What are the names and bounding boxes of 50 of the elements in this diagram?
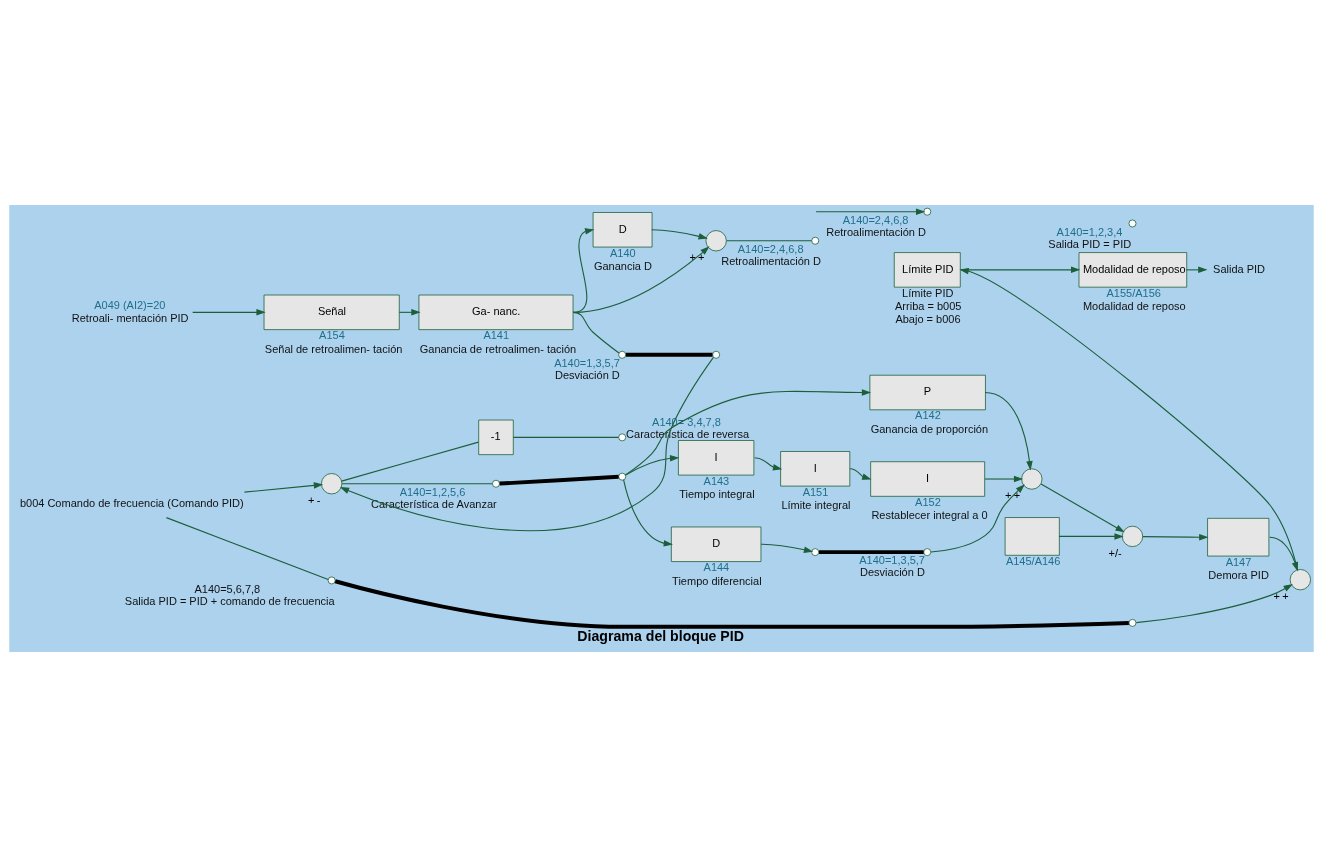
node-label: + bbox=[1005, 489, 1012, 502]
node-label: A155/A156 bbox=[1106, 286, 1161, 299]
node-label: + bbox=[698, 250, 705, 263]
node-label: A144 bbox=[703, 561, 730, 574]
node-label: Desviación D bbox=[554, 368, 620, 381]
caption: Diagrama del bloque PID bbox=[577, 627, 744, 644]
node-label: Retroalimentación D bbox=[826, 225, 926, 238]
node-label: A141 bbox=[483, 329, 510, 342]
node-label: Abajo = b006 bbox=[895, 313, 961, 326]
node-label: Límite integral bbox=[781, 499, 851, 512]
node-label: A147 bbox=[1225, 555, 1252, 568]
node-label: Tiempo diferencial bbox=[672, 574, 762, 587]
node-text: A049 (AI2)=20 Retroali- mentación PID bbox=[71, 298, 189, 324]
node-text: b004 Comando de frecuencia (Comando PID) bbox=[19, 496, 244, 509]
node-label: A140=2,4,6,8 bbox=[737, 243, 804, 256]
node-label: +/- bbox=[1108, 546, 1122, 559]
node-label: Salida PID = PID + comando de frecuencia bbox=[124, 594, 335, 607]
node-label: Ganancia de retroalimen- tación bbox=[419, 342, 577, 355]
node-label: A154 bbox=[319, 329, 345, 342]
node-label: A140=1,2,5,6 bbox=[399, 486, 466, 499]
node-label: Modalidad de reposo bbox=[1082, 300, 1186, 313]
node-label: Restablecer integral a 0 bbox=[871, 509, 988, 522]
node-label: A151 bbox=[802, 485, 829, 498]
node-label: Arriba = b005 bbox=[895, 300, 962, 313]
node-label: - bbox=[316, 493, 321, 506]
node-label: Demora PID bbox=[1208, 569, 1269, 582]
node-label: A143 bbox=[703, 474, 730, 487]
node-label: A140=2,4,6,8 bbox=[842, 214, 909, 227]
node-label: Desviación D bbox=[860, 566, 925, 579]
node-label: A140=1,2,3,4 bbox=[1056, 225, 1123, 238]
node-label: A140=1,3,5,7 bbox=[554, 357, 620, 370]
node-label: Señal de retroalimen- tación bbox=[264, 342, 403, 355]
node-label: Retroalimentación D bbox=[721, 254, 821, 267]
node-label: Salida PID = PID bbox=[1048, 237, 1132, 250]
node-label: Ganancia D bbox=[593, 260, 652, 273]
node-label: Ganancia de proporción bbox=[870, 422, 989, 435]
node-label: A142 bbox=[915, 409, 941, 422]
node-label: A152 bbox=[915, 495, 941, 508]
node-label: + bbox=[689, 250, 696, 263]
node-text: Salida PID bbox=[1213, 263, 1266, 276]
node-label: A145/A146 bbox=[1005, 554, 1061, 567]
node-label: Límite PID bbox=[902, 286, 954, 299]
node-label: + bbox=[308, 493, 315, 506]
node-label: + bbox=[1273, 589, 1281, 602]
node-label: + bbox=[1282, 589, 1289, 602]
node-label: + bbox=[1013, 489, 1021, 502]
node-label: A140=5,6,7,8 bbox=[194, 582, 261, 595]
node-label: Tiempo integral bbox=[679, 488, 755, 501]
node-label: A140 bbox=[610, 246, 636, 259]
node-label: A140=1,3,5,7 bbox=[859, 554, 926, 567]
